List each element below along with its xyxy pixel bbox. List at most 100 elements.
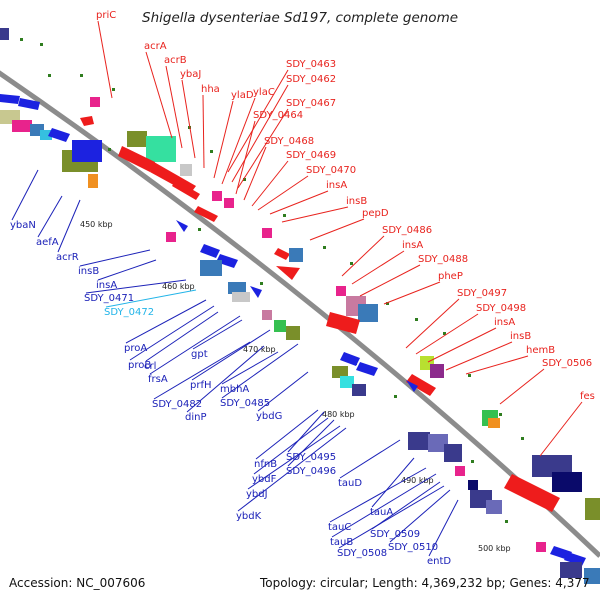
gene-block[interactable] bbox=[430, 364, 444, 378]
gene-arrow[interactable] bbox=[18, 98, 40, 110]
gene-label[interactable]: ylaC bbox=[253, 87, 275, 98]
gene-label[interactable]: hemB bbox=[526, 345, 555, 356]
gene-label[interactable]: insB bbox=[346, 196, 367, 207]
gene-label[interactable]: hha bbox=[201, 84, 220, 95]
gene-label[interactable]: proA bbox=[124, 343, 147, 354]
gene-arrow[interactable] bbox=[504, 474, 560, 512]
gene-arrow[interactable] bbox=[326, 312, 360, 334]
gene-arrow[interactable] bbox=[118, 146, 155, 172]
gene-label[interactable]: SDY_0485 bbox=[220, 398, 270, 409]
gene-label[interactable]: ylaD bbox=[231, 90, 254, 101]
gene-block[interactable] bbox=[200, 260, 222, 276]
gene-label[interactable]: SDY_0464 bbox=[253, 110, 303, 121]
gene-block[interactable] bbox=[358, 304, 378, 322]
gene-label[interactable]: pepD bbox=[362, 208, 389, 219]
gene-block[interactable] bbox=[552, 472, 582, 492]
gene-label[interactable]: SDY_0469 bbox=[286, 150, 336, 161]
gene-arrow[interactable] bbox=[406, 380, 418, 392]
gene-label[interactable]: SDY_0482 bbox=[152, 399, 202, 410]
gene-arrow[interactable] bbox=[340, 352, 360, 366]
gene-block[interactable] bbox=[224, 198, 234, 208]
gene-label[interactable]: SDY_0488 bbox=[418, 254, 468, 265]
gene-label[interactable]: SDY_0498 bbox=[476, 303, 526, 314]
gene-arrow[interactable] bbox=[172, 180, 200, 200]
gene-label[interactable]: insA bbox=[402, 240, 423, 251]
gene-label[interactable]: ybdJ bbox=[246, 489, 268, 500]
gene-label[interactable]: acrB bbox=[164, 55, 187, 66]
gene-label[interactable]: frsA bbox=[148, 374, 168, 385]
gene-label[interactable]: tauD bbox=[338, 478, 362, 489]
gene-arrow[interactable] bbox=[48, 128, 70, 142]
gene-arrow[interactable] bbox=[356, 362, 378, 376]
gene-label[interactable]: SDY_0510 bbox=[388, 542, 438, 553]
gene-label[interactable]: acrA bbox=[144, 41, 167, 52]
gene-block[interactable] bbox=[336, 286, 346, 296]
gene-block[interactable] bbox=[40, 130, 52, 140]
gene-block[interactable] bbox=[127, 131, 147, 147]
gene-arrow[interactable] bbox=[250, 286, 262, 298]
gene-label[interactable]: SDY_0468 bbox=[264, 136, 314, 147]
gene-block[interactable] bbox=[232, 292, 250, 302]
gene-label[interactable]: gpt bbox=[191, 349, 208, 360]
gene-block[interactable] bbox=[166, 232, 176, 242]
gene-label[interactable]: acrR bbox=[56, 252, 79, 263]
gene-block[interactable] bbox=[488, 418, 500, 428]
gene-block[interactable] bbox=[72, 140, 102, 162]
gene-label[interactable]: insB bbox=[78, 266, 99, 277]
gene-block[interactable] bbox=[0, 28, 9, 40]
gene-label[interactable]: SDY_0471 bbox=[84, 293, 134, 304]
gene-label[interactable]: prfH bbox=[190, 380, 212, 391]
gene-block[interactable] bbox=[468, 480, 478, 490]
gene-label[interactable]: entD bbox=[427, 556, 451, 567]
gene-block[interactable] bbox=[274, 320, 286, 332]
gene-label[interactable]: pheP bbox=[438, 271, 463, 282]
gene-block[interactable] bbox=[262, 228, 272, 238]
gene-block[interactable] bbox=[289, 248, 303, 262]
gene-block[interactable] bbox=[286, 326, 300, 340]
gene-block[interactable] bbox=[585, 498, 600, 520]
gene-label[interactable]: SDY_0506 bbox=[542, 358, 592, 369]
gene-label[interactable]: ybdG bbox=[256, 411, 282, 422]
gene-label[interactable]: ybdK bbox=[236, 511, 262, 522]
gene-label[interactable]: nfnB bbox=[254, 459, 277, 470]
gene-block[interactable] bbox=[90, 97, 100, 107]
gene-label[interactable]: SDY_0467 bbox=[286, 98, 336, 109]
gene-arrow[interactable] bbox=[0, 94, 20, 104]
gene-arrow[interactable] bbox=[200, 244, 220, 258]
gene-label[interactable]: priC bbox=[96, 10, 116, 21]
gene-arrow[interactable] bbox=[80, 116, 94, 126]
gene-label[interactable]: crl bbox=[144, 361, 156, 372]
gene-label[interactable]: aefA bbox=[36, 237, 59, 248]
gene-block[interactable] bbox=[428, 434, 448, 452]
gene-label[interactable]: SDY_0496 bbox=[286, 466, 336, 477]
gene-label[interactable]: fes bbox=[580, 391, 595, 402]
gene-arrow[interactable] bbox=[194, 206, 218, 222]
gene-label[interactable]: tauB bbox=[330, 537, 353, 548]
gene-block[interactable] bbox=[340, 376, 354, 388]
gene-label[interactable]: ybaN bbox=[10, 220, 36, 231]
gene-label[interactable]: insA bbox=[326, 180, 347, 191]
gene-label[interactable]: tauA bbox=[370, 507, 393, 518]
gene-label[interactable]: insA bbox=[96, 280, 117, 291]
gene-arrow[interactable] bbox=[274, 248, 290, 260]
gene-block[interactable] bbox=[228, 282, 246, 294]
gene-label[interactable]: mbhA bbox=[220, 384, 249, 395]
gene-block[interactable] bbox=[408, 432, 430, 450]
gene-arrow[interactable] bbox=[406, 374, 436, 396]
gene-label[interactable]: proB bbox=[128, 360, 151, 371]
gene-label[interactable]: SDY_0462 bbox=[286, 74, 336, 85]
gene-block[interactable] bbox=[560, 562, 582, 578]
gene-label[interactable]: SDY_0509 bbox=[370, 529, 420, 540]
gene-block[interactable] bbox=[444, 444, 462, 462]
gene-block[interactable] bbox=[584, 568, 600, 584]
gene-label[interactable]: SDY_0463 bbox=[286, 59, 336, 70]
gene-block[interactable] bbox=[532, 455, 572, 477]
gene-label[interactable]: tauC bbox=[328, 522, 351, 533]
gene-label[interactable]: ybdF bbox=[252, 474, 277, 485]
gene-block[interactable] bbox=[212, 191, 222, 201]
gene-block[interactable] bbox=[455, 466, 465, 476]
gene-label[interactable]: SDY_0495 bbox=[286, 452, 336, 463]
gene-arrow[interactable] bbox=[176, 220, 188, 232]
gene-block[interactable] bbox=[262, 310, 272, 320]
gene-block[interactable] bbox=[352, 384, 366, 396]
